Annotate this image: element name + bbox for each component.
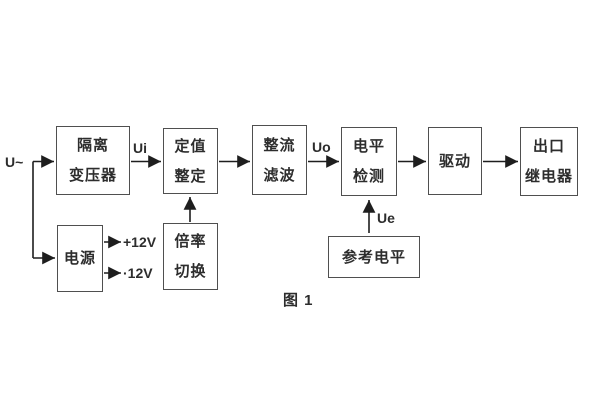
block-label-line: 隔离 [76,137,109,154]
block-output-relay: 出口 继电器 [520,127,578,196]
label-ue: Ue [377,210,395,226]
label-plus-12v: +12V [123,234,157,250]
block-label-line: 参考电平 [341,248,406,266]
block-label-line: 继电器 [524,168,573,185]
block-reference-level: 参考电平 [328,236,420,278]
block-level-detect: 电平 检测 [341,127,397,196]
block-label-line: 滤波 [263,166,296,184]
block-label-line: 切换 [174,263,207,280]
label-input-voltage: U~ [5,154,24,170]
block-label-line: 整流 [263,136,296,154]
block-label-line: 驱动 [438,152,471,170]
label-uo: Uo [312,139,331,155]
block-label-line: 电源 [63,250,96,267]
block-rectifier-filter: 整流 滤波 [252,125,307,195]
block-setting: 定值 整定 [163,128,218,194]
block-ratio-switch: 倍率 切换 [163,223,218,290]
block-label-line: 电平 [352,138,385,155]
block-label-line: 整定 [174,167,207,185]
block-drive: 驱动 [428,127,482,195]
block-label-line: 定值 [174,137,207,155]
label-minus-12v: ·12V [123,265,153,281]
figure-caption: 图 1 [283,292,314,309]
block-isolation-transformer: 隔离 变压器 [56,126,130,195]
block-label-line: 出口 [532,138,565,155]
label-ui: Ui [133,140,147,156]
block-label-line: 检测 [352,168,385,185]
block-power-supply: 电源 [57,225,103,292]
block-label-line: 变压器 [68,167,117,184]
block-label-line: 倍率 [174,233,207,250]
